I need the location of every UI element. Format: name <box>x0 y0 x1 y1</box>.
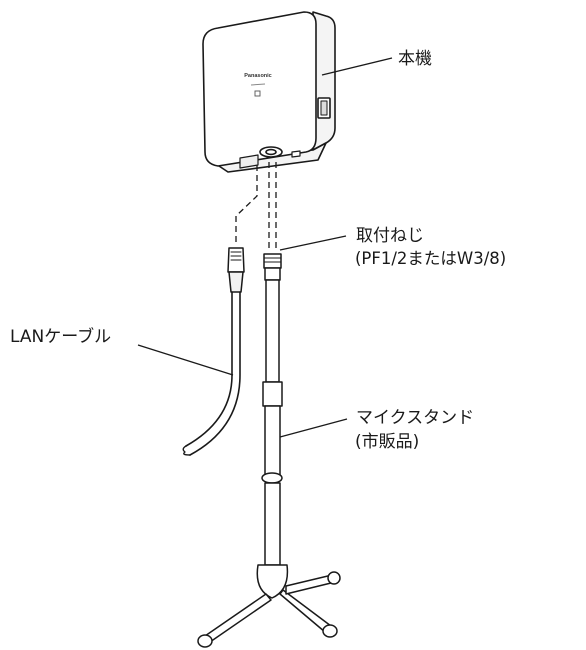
mount-screw-label: 取付ねじ <box>356 226 424 246</box>
lock-icon <box>254 90 261 97</box>
mount-screw-spec-label: (PF1/2またはW3/8) <box>355 249 507 268</box>
lan-cable <box>182 247 245 456</box>
main-unit-label: 本機 <box>398 49 432 69</box>
lan-cable-label: LANケーブル <box>10 327 112 347</box>
leader-lines <box>137 57 393 438</box>
device-model-line <box>250 83 266 86</box>
mic-stand-note-label: (市販品) <box>355 432 420 452</box>
assembly-guide-lines <box>235 162 277 252</box>
main-unit-device <box>202 11 336 173</box>
device-brand: Panasonic <box>244 73 272 79</box>
mic-stand <box>197 253 341 648</box>
mic-stand-label: マイクスタンド <box>356 408 475 428</box>
